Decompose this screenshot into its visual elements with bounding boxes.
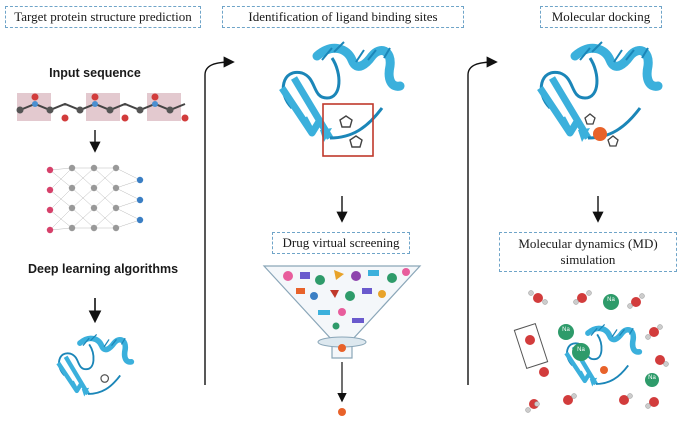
binding-site-box (322, 103, 374, 157)
connector-arrow-1 (204, 56, 235, 385)
title-text: Target protein structure prediction (14, 9, 192, 24)
docked-ligand (593, 127, 607, 141)
na-ion-label: Na (562, 327, 570, 333)
molecular-dynamics-box: Molecular dynamics (MD) simulation (499, 232, 677, 272)
screening-funnel (262, 265, 422, 416)
deep-learning-algorithms-label: Deep learning algorithms (27, 262, 179, 276)
title-text: Identification of ligand binding sites (248, 9, 438, 24)
drug-virtual-screening-box: Drug virtual screening (272, 232, 410, 254)
na-ion-label: Na (607, 297, 615, 303)
neural-network (46, 164, 144, 234)
na-ion-label: Na (648, 375, 656, 381)
binding-site-protein (282, 42, 400, 142)
title-target-protein-structure-prediction: Target protein structure prediction (5, 6, 201, 28)
md-text: Molecular dynamics (MD) simulation (518, 236, 658, 267)
title-molecular-docking: Molecular docking (540, 6, 662, 28)
input-sequence-molecule (16, 93, 189, 122)
title-identification-ligand-binding-sites: Identification of ligand binding sites (222, 6, 464, 28)
docking-protein (540, 42, 658, 142)
na-ion-label: Na (577, 347, 585, 353)
water-molecules (525, 290, 669, 413)
sodium-ions (558, 294, 659, 387)
input-sequence-label: Input sequence (49, 66, 141, 80)
selected-ligand (338, 408, 346, 416)
connector-arrow-2 (467, 56, 498, 385)
title-text: Molecular docking (551, 9, 651, 24)
screening-text: Drug virtual screening (282, 235, 400, 250)
md-simulation-scene (513, 324, 639, 387)
predicted-protein-structure (58, 334, 131, 396)
ligand-molecules (283, 268, 410, 330)
